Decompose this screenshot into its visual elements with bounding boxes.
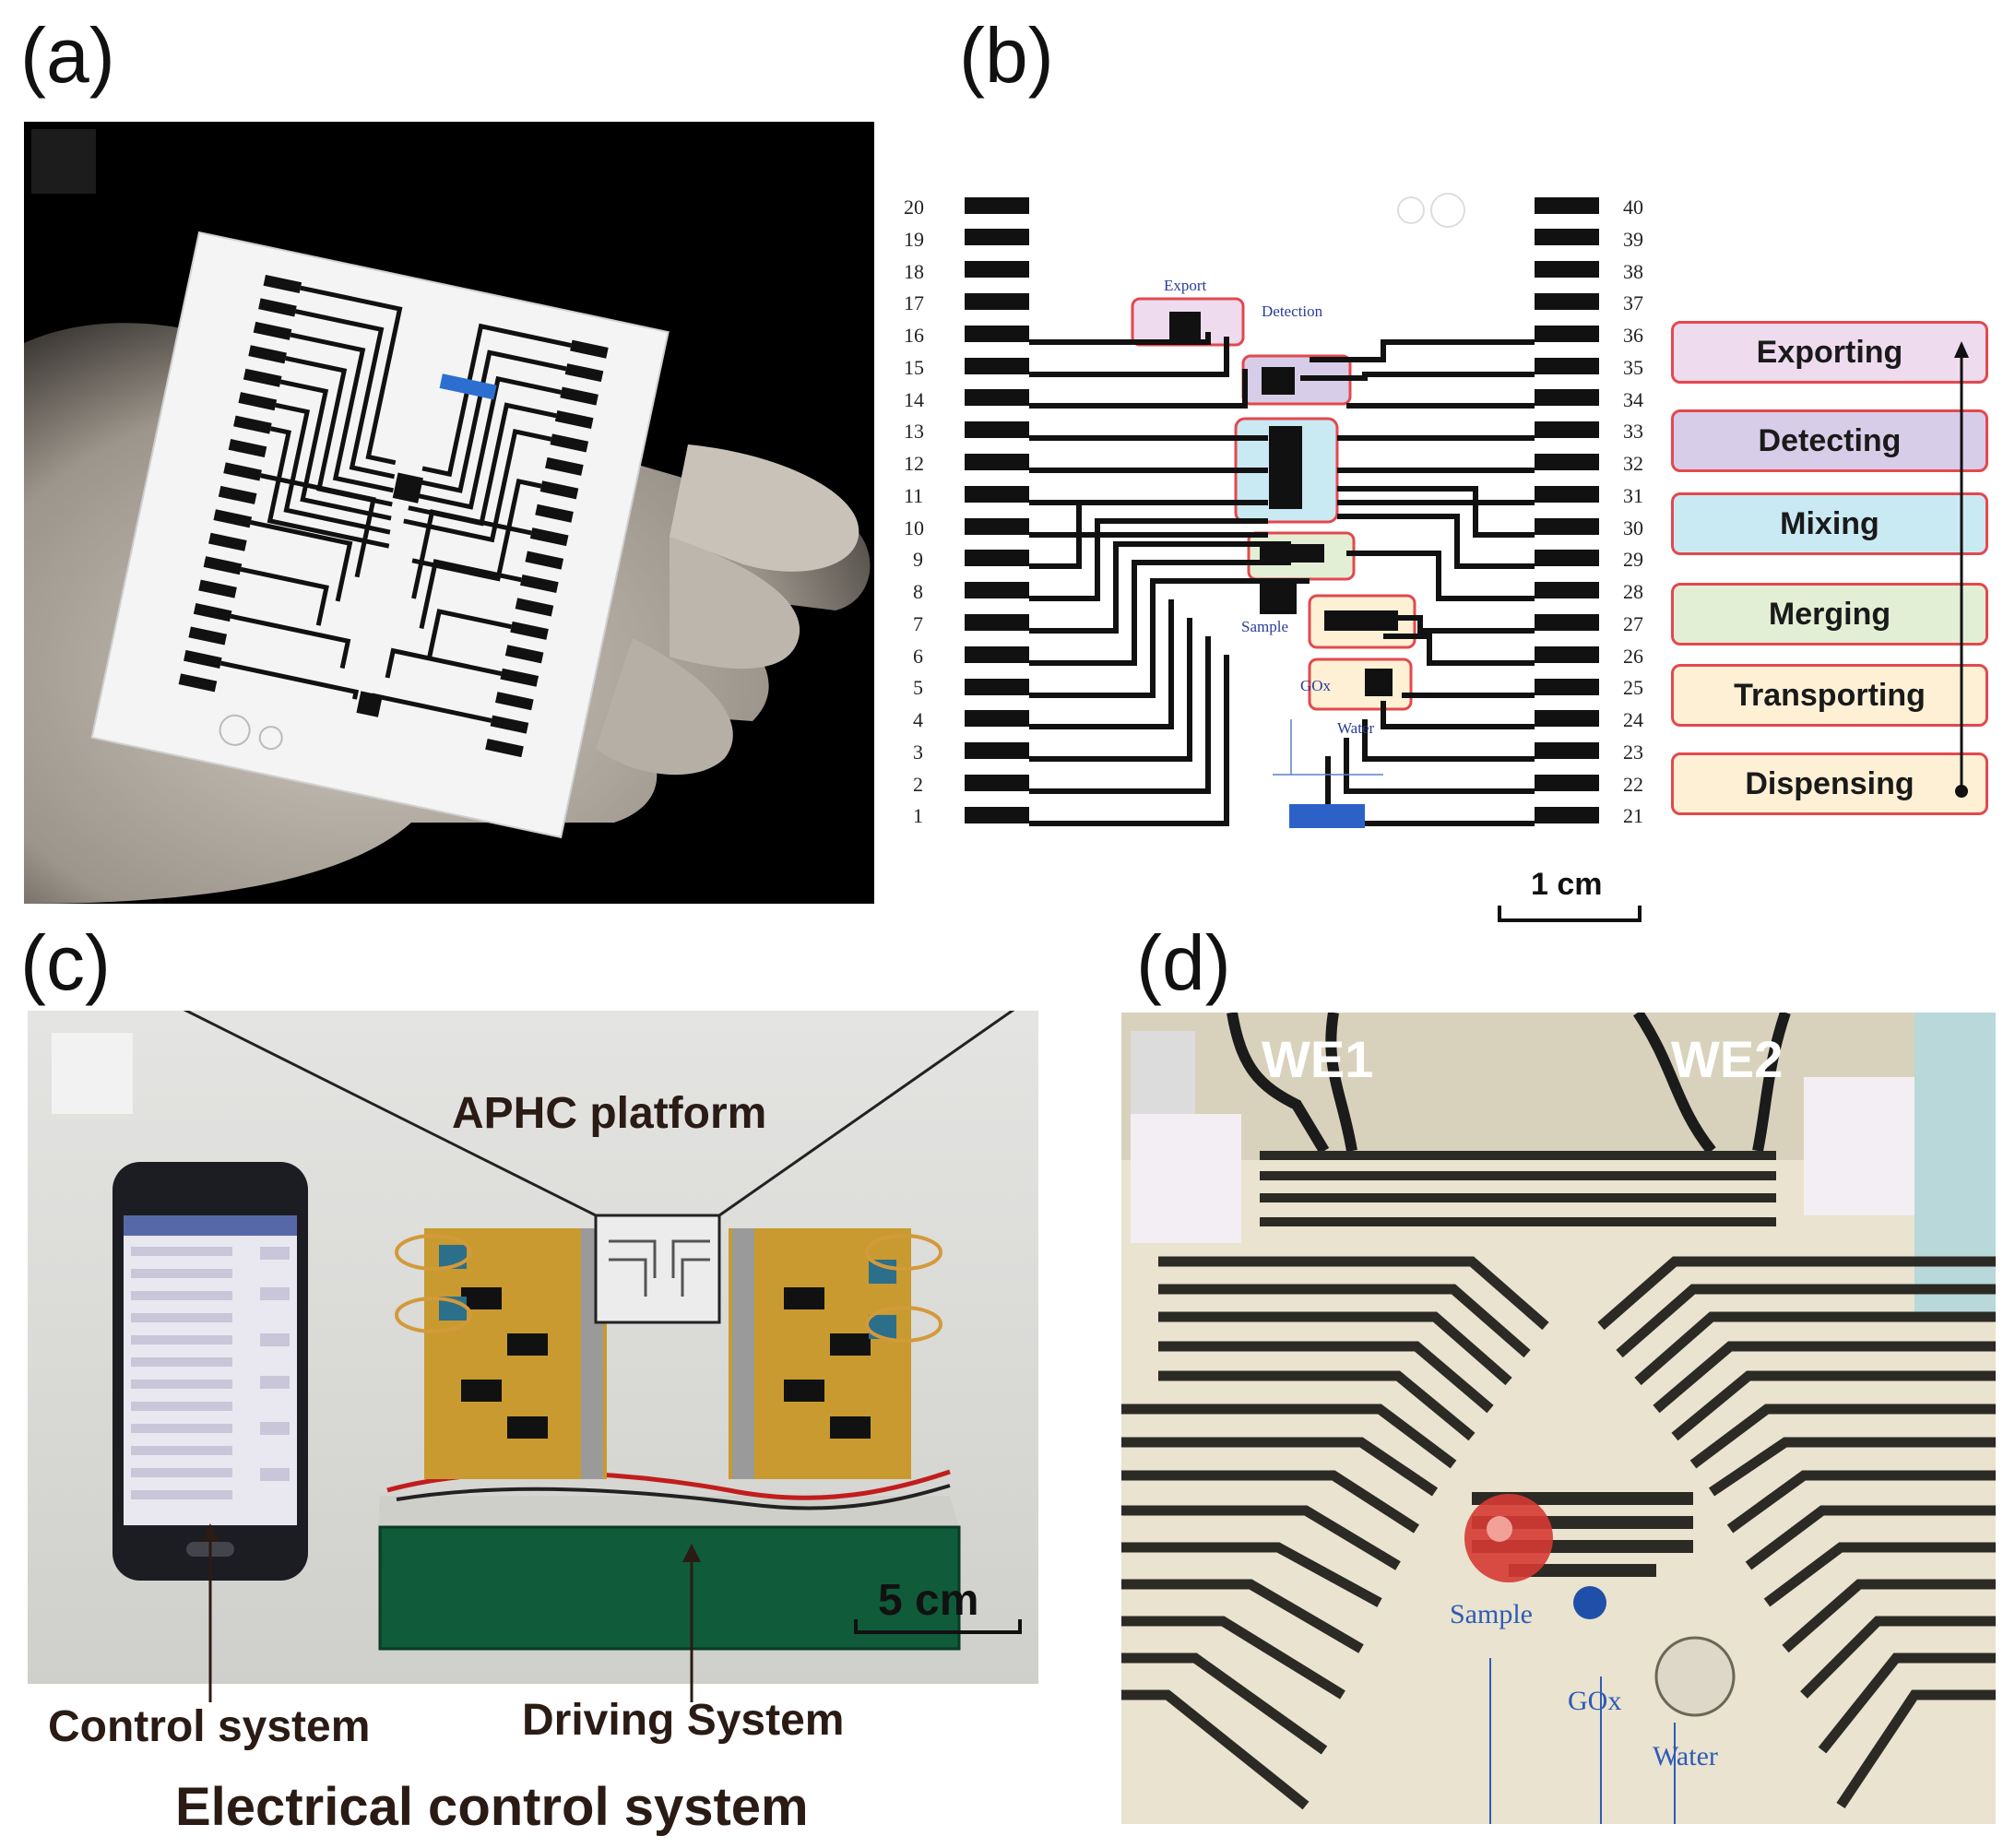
label-gox: GOx bbox=[1300, 677, 1332, 694]
pin-number-left: 19 bbox=[904, 227, 924, 251]
label-detection: Detection bbox=[1262, 302, 1323, 320]
pin-number-right: 30 bbox=[1623, 515, 1643, 539]
step-dispensing-label: Dispensing bbox=[1745, 765, 1914, 801]
pin-number-left: 4 bbox=[913, 708, 923, 731]
pin-number-left: 13 bbox=[904, 420, 924, 444]
pin-number-right: 24 bbox=[1623, 708, 1643, 731]
pin-number-right: 26 bbox=[1623, 644, 1643, 668]
pin-number-left: 11 bbox=[904, 483, 924, 507]
step-transporting-label: Transporting bbox=[1734, 677, 1926, 713]
droplet-chip-illustration bbox=[1121, 1013, 1996, 1824]
we1-label: WE1 bbox=[1262, 1030, 1374, 1088]
step-dispensing: Dispensing bbox=[1671, 752, 1988, 815]
we2-label: WE2 bbox=[1671, 1030, 1784, 1088]
pin-number-left: 6 bbox=[913, 644, 923, 668]
pin-number-right: 27 bbox=[1623, 611, 1643, 635]
pin-number-left: 20 bbox=[904, 195, 924, 219]
pin-number-right: 36 bbox=[1623, 324, 1643, 347]
sample-label: Sample bbox=[1450, 1599, 1533, 1629]
smartphone bbox=[113, 1162, 308, 1581]
panel-d-photo: WE1 WE2 Sample GOx Water bbox=[1121, 1013, 1996, 1824]
pin-number-left: 5 bbox=[913, 676, 923, 700]
step-merging-label: Merging bbox=[1768, 596, 1891, 632]
pin-number-right: 25 bbox=[1623, 676, 1643, 700]
process-flow-arrow bbox=[1954, 341, 1969, 798]
pin-number-left: 18 bbox=[904, 259, 924, 283]
pin-number-right: 28 bbox=[1623, 580, 1643, 603]
step-merging: Merging bbox=[1671, 583, 1988, 646]
panel-a-photo bbox=[24, 122, 874, 904]
step-exporting: Exporting bbox=[1671, 321, 1988, 384]
label-export: Export bbox=[1164, 277, 1207, 294]
scale-bar-b-label: 1 cm bbox=[1531, 867, 1603, 902]
panel-label-d: (d) bbox=[1136, 919, 1231, 1006]
gox-label: GOx bbox=[1568, 1686, 1622, 1716]
step-mixing: Mixing bbox=[1671, 492, 1988, 555]
scale-bar-c bbox=[854, 1619, 1022, 1634]
panel-label-a: (a) bbox=[20, 12, 115, 99]
pin-number-right: 29 bbox=[1623, 548, 1643, 572]
scale-bar-c-label: 5 cm bbox=[878, 1576, 979, 1625]
pin-number-right: 22 bbox=[1623, 772, 1643, 796]
driving-system-label: Driving System bbox=[522, 1696, 845, 1745]
pin-number-right: 35 bbox=[1623, 355, 1643, 379]
panel-label-b: (b) bbox=[959, 12, 1054, 99]
panel-b-schematic: Export Detection Sample GOx Water bbox=[904, 184, 1623, 894]
pin-number-right: 39 bbox=[1623, 227, 1643, 251]
pin-number-left: 1 bbox=[913, 804, 923, 828]
step-detecting-label: Detecting bbox=[1758, 422, 1902, 458]
pin-number-right: 33 bbox=[1623, 420, 1643, 444]
pin-number-left: 8 bbox=[913, 580, 923, 603]
pin-number-left: 9 bbox=[913, 548, 923, 572]
panel-label-c: (c) bbox=[20, 919, 111, 1006]
electrode-layout-diagram bbox=[965, 193, 1599, 828]
platform-label: APHC platform bbox=[452, 1089, 767, 1138]
pin-number-right: 21 bbox=[1623, 804, 1643, 828]
pin-number-left: 7 bbox=[913, 611, 923, 635]
step-exporting-label: Exporting bbox=[1756, 334, 1903, 370]
pin-number-left: 10 bbox=[904, 515, 924, 539]
pin-number-right: 32 bbox=[1623, 452, 1643, 475]
panel-c-photo: APHC platform 5 cm bbox=[28, 1011, 1038, 1684]
step-transporting: Transporting bbox=[1671, 664, 1988, 727]
arrow-driving-system bbox=[682, 1544, 701, 1702]
pin-number-right: 38 bbox=[1623, 259, 1643, 283]
water-label: Water bbox=[1653, 1741, 1718, 1771]
pin-number-left: 12 bbox=[904, 452, 924, 475]
platform-illustration bbox=[52, 1011, 1022, 1651]
pin-number-right: 37 bbox=[1623, 291, 1643, 315]
chip-in-hand-illustration bbox=[24, 129, 871, 904]
arrow-control-system bbox=[201, 1523, 219, 1702]
pin-number-right: 31 bbox=[1623, 483, 1643, 507]
pin-number-left: 15 bbox=[904, 355, 924, 379]
pin-number-left: 17 bbox=[904, 291, 924, 315]
pin-number-left: 3 bbox=[913, 740, 923, 764]
pin-number-right: 34 bbox=[1623, 387, 1643, 411]
driving-system-box bbox=[378, 1214, 961, 1651]
pin-number-left: 2 bbox=[913, 772, 923, 796]
scale-bar-b bbox=[1498, 906, 1642, 922]
pin-number-left: 16 bbox=[904, 324, 924, 347]
pin-number-right: 40 bbox=[1623, 195, 1643, 219]
label-sample: Sample bbox=[1241, 618, 1288, 635]
electrical-control-system-label: Electrical control system bbox=[175, 1777, 809, 1837]
pin-number-right: 23 bbox=[1623, 740, 1643, 764]
control-system-label: Control system bbox=[48, 1702, 371, 1751]
label-water: Water bbox=[1337, 719, 1375, 737]
step-detecting: Detecting bbox=[1671, 409, 1988, 472]
step-mixing-label: Mixing bbox=[1780, 505, 1879, 541]
pin-number-left: 14 bbox=[904, 387, 924, 411]
